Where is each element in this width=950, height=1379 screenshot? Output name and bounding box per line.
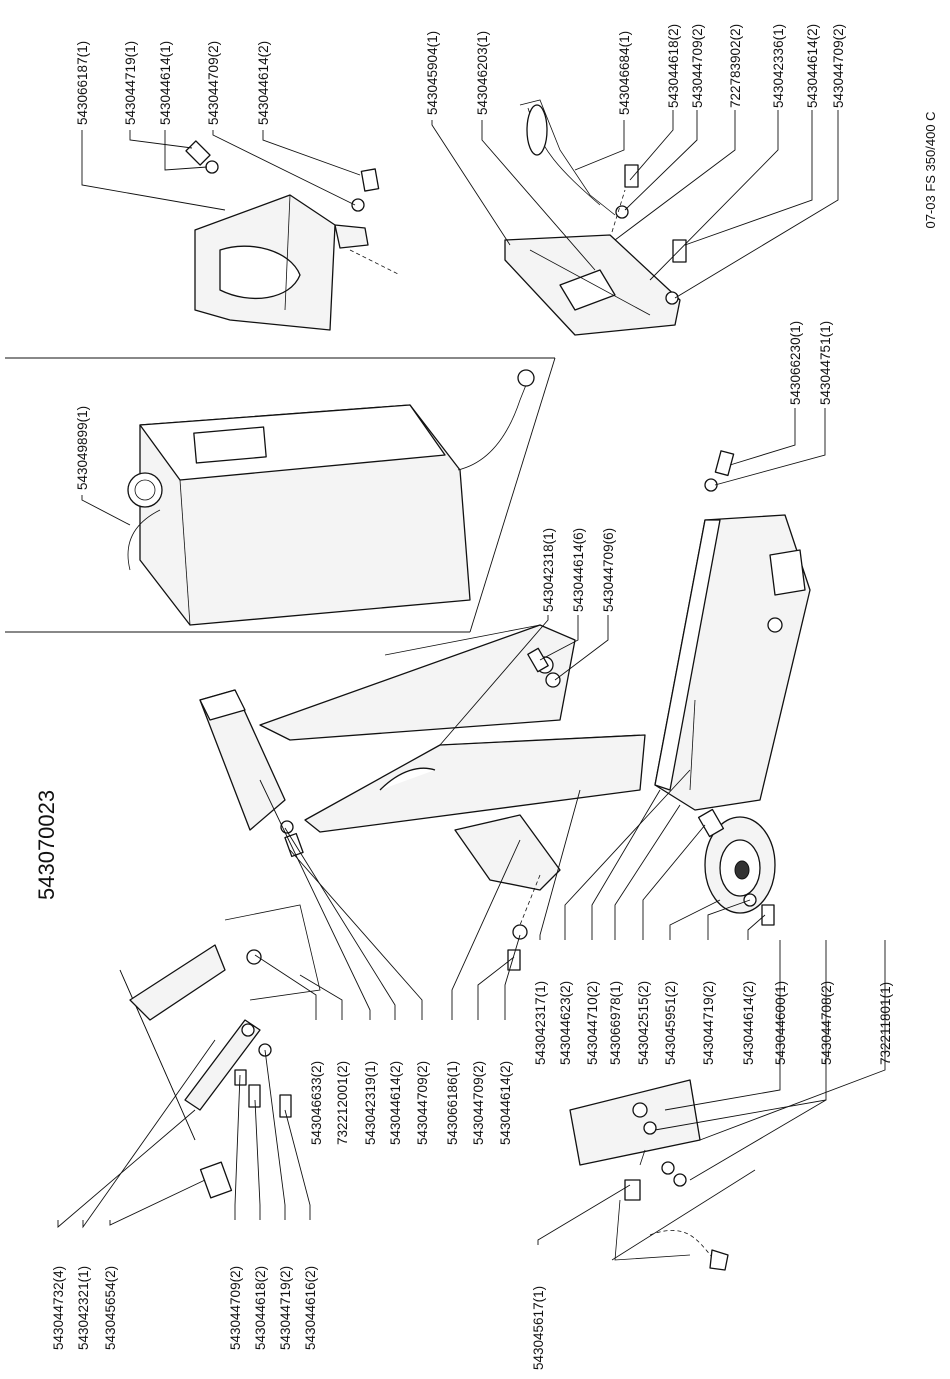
cover-assembly (185, 140, 401, 331)
part-label: 543044709(2) (228, 1266, 243, 1350)
part-label: 543044616(2) (303, 1266, 318, 1350)
part-label: 543044708(2) (819, 981, 834, 1065)
part-label: 543044618(2) (253, 1266, 268, 1350)
part-label: 543045951(2) (663, 981, 678, 1065)
part-label: 732211801(1) (878, 982, 893, 1065)
part-label: 543066186(1) (445, 1061, 460, 1145)
part-label: 543044614(2) (805, 24, 820, 108)
part-label: 543046203(1) (475, 31, 490, 115)
label-group-tank: 543049899(1) (75, 406, 90, 490)
part-label: 543066230(1) (788, 321, 803, 405)
bolt (665, 239, 687, 305)
bolt (704, 450, 735, 492)
part-label: 543042321(1) (76, 1266, 91, 1350)
part-label: 722783902(2) (728, 24, 743, 108)
part-label: 543049899(1) (75, 406, 90, 490)
part-label: 543066978(1) (608, 981, 623, 1065)
document-reference: 07-03 FS 350/400 C (923, 111, 938, 228)
part-label: 543044709(2) (831, 24, 846, 108)
part-label: 732212001(2) (335, 1061, 350, 1145)
bolt (527, 647, 561, 688)
diagram-title: 543070023 (34, 790, 59, 900)
part-label: 543044614(1) (158, 41, 173, 125)
water-tank (127, 369, 535, 626)
part-label: 543044614(6) (571, 528, 586, 612)
label-group-middle: 543042318(1) 543044614(6) 543044709(6) (541, 528, 616, 612)
part-label: 543044709(2) (206, 41, 221, 125)
part-label: 543042317(1) (533, 981, 548, 1065)
part-label: 543044732(4) (51, 1266, 66, 1350)
part-label: 543044709(2) (471, 1061, 486, 1145)
tank-inset (5, 357, 556, 633)
base-tray (454, 814, 561, 926)
front-member (199, 689, 304, 858)
part-label: 543042318(1) (541, 528, 556, 612)
bolt (615, 164, 639, 219)
part-label: 543045904(1) (425, 31, 440, 115)
part-label: 543045617(1) (531, 1286, 546, 1370)
part-label: 543044618(2) (666, 24, 681, 108)
part-label: 543044709(2) (415, 1061, 430, 1145)
part-label: 543044709(2) (690, 24, 705, 108)
part-label: 543044719(2) (701, 981, 716, 1065)
label-group-bottom-center: 543046633(2) 732212001(2) 543042319(1) 5… (309, 981, 893, 1145)
frame-rails (259, 624, 689, 833)
wheel (697, 808, 776, 926)
chassis (654, 514, 811, 811)
leader-lines (57, 110, 886, 1245)
label-group-top: 543066187(1) 543044719(1) 543044614(1) 5… (75, 24, 846, 125)
part-label: 543042319(1) (363, 1061, 378, 1145)
part-label: 543044751(1) (818, 321, 833, 405)
part-label: 543044709(6) (601, 528, 616, 612)
part-label: 543042515(2) (636, 981, 651, 1065)
part-label: 543044710(2) (585, 981, 600, 1065)
part-label: 543044719(2) (278, 1266, 293, 1350)
handle-assembly (119, 904, 321, 1199)
part-label: 543044614(2) (498, 1061, 513, 1145)
part-label: 543044623(2) (558, 981, 573, 1065)
part-label: 543046633(2) (309, 1061, 324, 1145)
part-label: 543044614(2) (388, 1061, 403, 1145)
bolt (351, 168, 380, 212)
part-label: 543044614(2) (256, 41, 271, 125)
part-label: 543066187(1) (75, 41, 90, 125)
part-label: 543044600(1) (773, 981, 788, 1065)
part-label: 543042336(1) (771, 24, 786, 108)
label-group-right-upper: 543066230(1) 543044751(1) (788, 321, 833, 405)
hose-bracket-detail (569, 1079, 756, 1271)
bracket-plate-assembly (504, 99, 687, 336)
part-label: 543045654(2) (103, 1266, 118, 1350)
bolt (507, 924, 528, 971)
part-label: 543044614(2) (741, 981, 756, 1065)
part-label: 543044719(1) (123, 41, 138, 125)
part-label: 543046684(1) (617, 31, 632, 115)
label-group-bottom-left: 543044732(4) 543042321(1) 543045654(2) 5… (51, 1266, 546, 1370)
